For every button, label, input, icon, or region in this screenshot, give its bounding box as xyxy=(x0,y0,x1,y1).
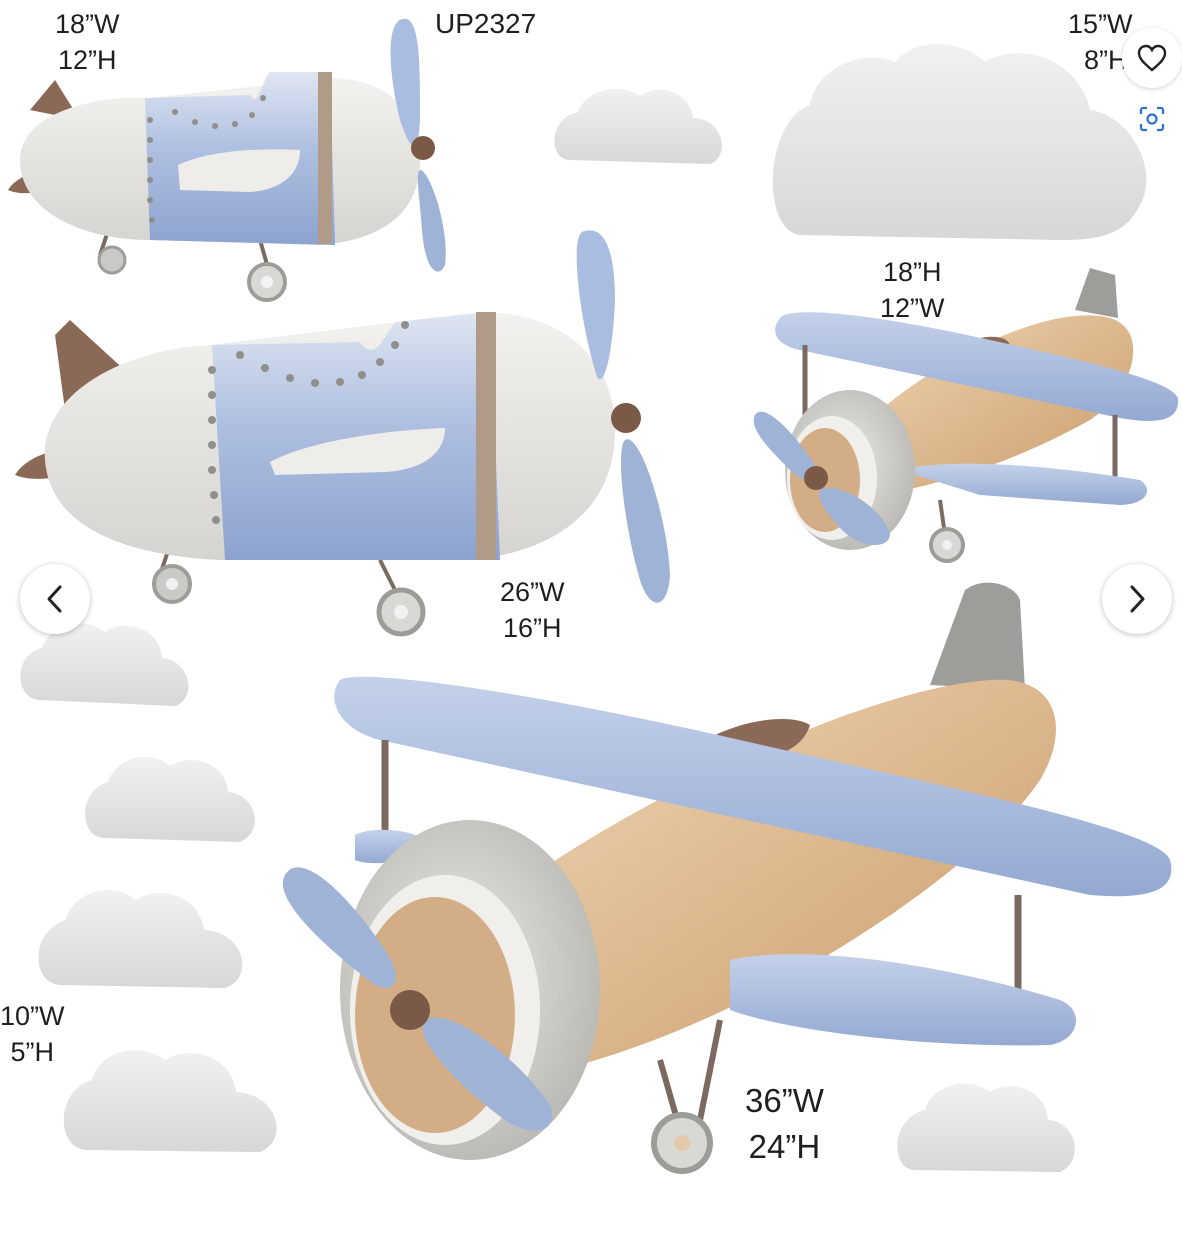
size-label-small-plane: 18”W 12”H xyxy=(55,6,120,78)
cloud-left-1 xyxy=(20,623,189,706)
width-text: 18”W xyxy=(55,9,120,39)
biplane-large xyxy=(282,582,1172,1174)
height-text: 18”H xyxy=(882,257,942,287)
favorite-button[interactable] xyxy=(1122,28,1182,88)
size-label-big-biplane: 36”W 24”H xyxy=(745,1078,824,1170)
height-text: 24”H xyxy=(748,1128,821,1165)
cloud-left-3 xyxy=(38,890,243,988)
plane-small xyxy=(8,18,446,302)
visual-search-button[interactable] xyxy=(1135,102,1169,136)
height-text: 16”H xyxy=(502,613,562,643)
size-label-small-biplane: 18”H 12”W xyxy=(880,254,945,326)
cloud-left-2 xyxy=(85,756,255,842)
width-text: 36”W xyxy=(745,1082,824,1119)
height-text: 8”H xyxy=(1084,45,1128,75)
next-image-button[interactable] xyxy=(1102,564,1172,634)
product-code-label: UP2327 xyxy=(435,6,536,42)
previous-image-button[interactable] xyxy=(20,564,90,634)
size-label-big-cloud: 15”W 8”H xyxy=(1068,6,1182,78)
height-text: 12”H xyxy=(57,45,117,75)
size-label-small-clouds: 10”W 5”H xyxy=(0,998,65,1070)
cloud-small-top xyxy=(554,89,722,164)
biplane-small xyxy=(753,268,1179,563)
width-text: 10”W xyxy=(0,1001,65,1031)
cloud-bottom-right xyxy=(897,1083,1075,1172)
width-text: 12”W xyxy=(880,293,945,323)
lens-scan-icon xyxy=(1139,106,1165,132)
size-label-medium-plane: 26”W 16”H xyxy=(500,574,565,646)
cloud-large xyxy=(772,44,1147,240)
width-text: 15”W xyxy=(1068,9,1133,39)
chevron-left-icon xyxy=(47,585,62,613)
heart-icon xyxy=(1137,44,1167,72)
cloud-left-4 xyxy=(63,1050,277,1152)
height-text: 5”H xyxy=(10,1037,55,1067)
product-code: UP2327 xyxy=(435,8,537,39)
width-text: 26”W xyxy=(500,577,565,607)
chevron-right-icon xyxy=(1130,585,1145,613)
plane-medium xyxy=(15,230,670,637)
